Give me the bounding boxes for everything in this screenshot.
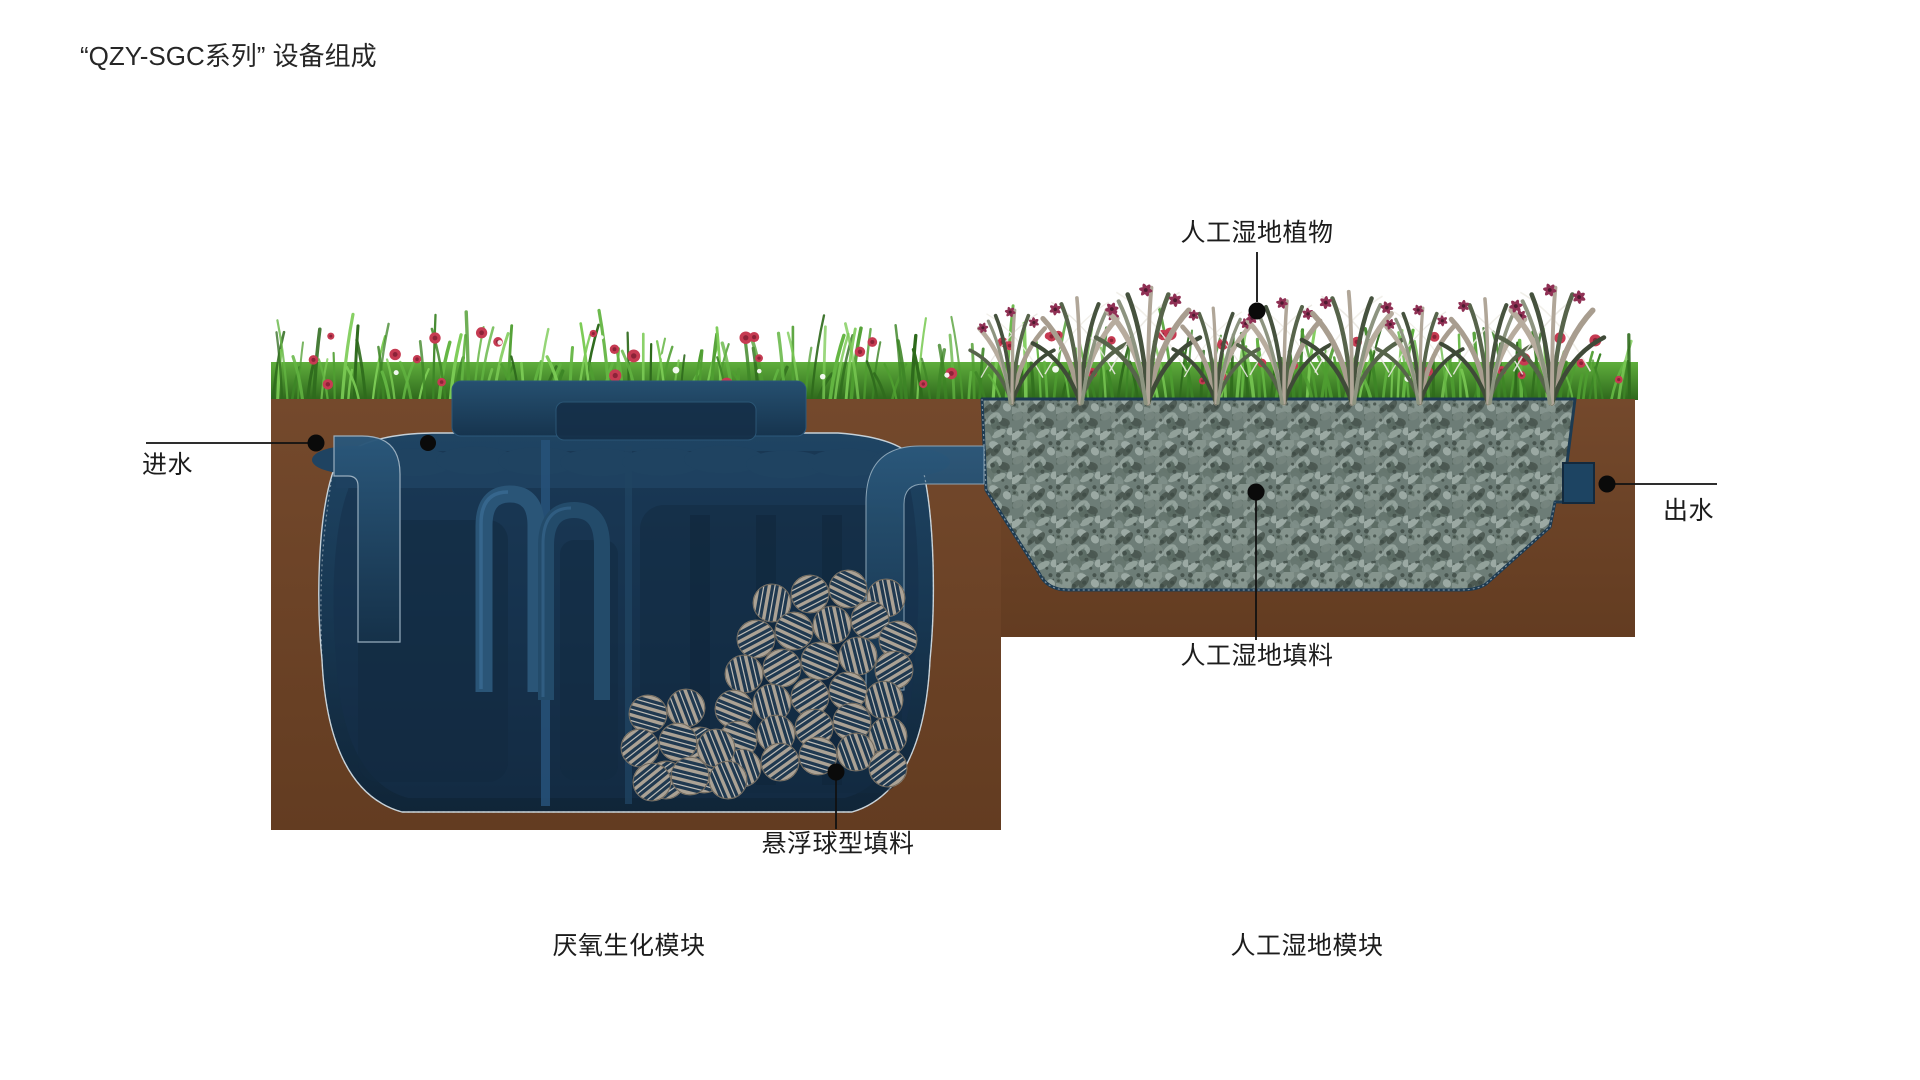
wetland-flower [1028,317,1039,328]
wetland-flower [1004,306,1016,318]
internal-elbow-pipe-2 [538,501,610,700]
leader-dot-ball-media [827,763,845,781]
label-wetland-plants: 人工湿地植物 [1180,219,1334,247]
plant-clump [1171,306,1261,406]
plant-clump [1299,289,1405,406]
filler-ball [666,755,714,797]
filler-ball [624,693,672,735]
leader-dot-wetland-media [1247,483,1265,501]
filler-ball [872,616,924,664]
filler-ball [768,607,820,655]
filler-ball [794,734,842,778]
gravel-fill [980,397,1577,592]
filler-ball [837,632,879,680]
filler-ball [822,565,874,613]
filler-ball [730,614,782,664]
wetland-plants [968,283,1607,406]
leader-dot-inlet [307,434,325,452]
filler-ball [753,735,807,789]
tank-divider-2 [625,446,632,804]
page-title: “QZY-SGC系列” 设备组成 [80,41,377,71]
label-inlet: 进水 [142,451,194,479]
leader-dot-inlet-pipe [420,435,436,451]
filler-ball [795,637,845,685]
label-ball-media: 悬浮球型填料 [761,830,915,858]
filler-ball [827,700,877,744]
filler-ball [654,721,702,763]
filler-ball [613,721,667,775]
wetland-flower [1049,303,1061,316]
leader-dot-wetland-plants [1248,302,1266,320]
filler-ball [724,651,764,697]
wetland-flower [1168,293,1182,307]
wetland-flower [1543,283,1557,297]
filler-ball [784,569,836,619]
wetland-flower [1105,302,1119,316]
filler-ball [625,755,679,809]
inlet-pipe [333,435,401,643]
wetland-flower [1509,299,1523,313]
caption-wetland-module: 人工湿地模块 [1230,932,1384,960]
filler-ball [751,679,793,727]
wetland-flower [1276,297,1288,309]
filler-ball [861,741,915,795]
filler-ball [812,602,852,648]
wetland-flower [1384,319,1396,330]
wetland-flower [977,322,989,333]
wetland-flower [1572,290,1586,304]
tank-lid-recess [555,401,757,441]
leader-lines [146,252,1717,829]
plant-clump [1375,304,1465,406]
filler-ball [823,668,873,714]
filler-ball [709,686,759,732]
filler-ball [704,755,752,805]
wetland-flower [1380,301,1394,314]
plant-clump [1093,283,1203,406]
basin-cut-edge [981,398,1556,591]
plant-clump [1236,297,1332,406]
wetland-flower [1188,309,1199,321]
label-wetland-media: 人工湿地填料 [1180,642,1334,670]
wetland-flower [1457,299,1470,313]
plant-clump [1497,283,1607,406]
wetland-flower [1319,296,1332,310]
wetland-flower [1412,304,1424,316]
wetland-flower [1302,307,1314,320]
filler-ball [756,643,808,693]
leader-dot-outlet [1598,475,1616,493]
filler-ball [693,723,739,773]
tank-cut-edge [320,473,934,813]
filler-ball [844,595,896,645]
wetland-basin [980,397,1595,592]
caption-anaerobic-module: 厌氧生化模块 [552,932,706,960]
wetland-flower [1437,315,1448,327]
label-outlet: 出水 [1663,497,1715,525]
wetland-flower [1139,283,1153,297]
filler-ball [863,676,905,724]
internal-elbow-pipe-1 [475,485,545,692]
outlet-port [1562,462,1595,504]
ball-filler-pile [613,565,924,809]
filler-ball [866,712,910,760]
filler-ball [752,580,792,626]
filler-ball [867,644,921,696]
